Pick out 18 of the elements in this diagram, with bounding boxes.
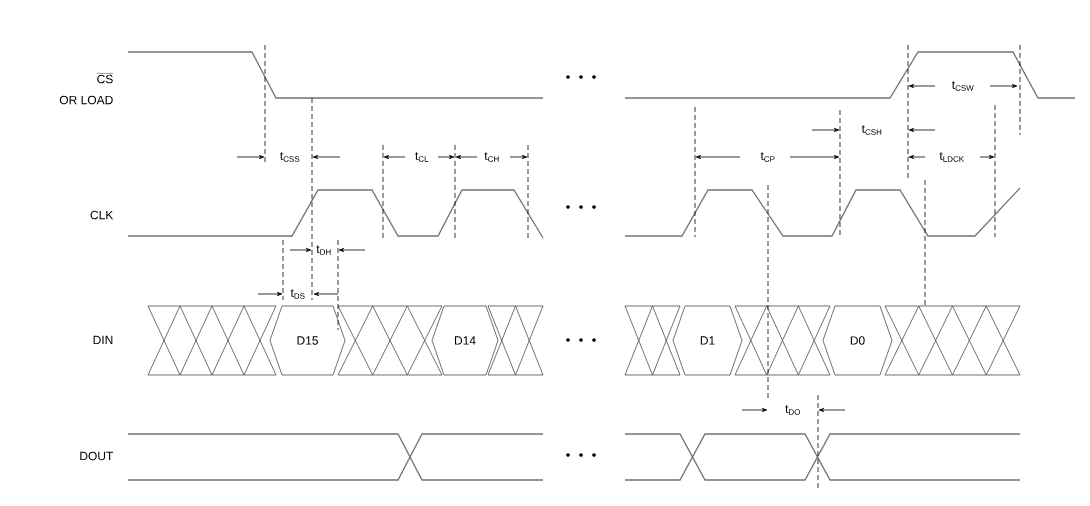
data-cell: D14 bbox=[431, 305, 499, 376]
timing-label: t$_{CL}$ bbox=[413, 150, 431, 164]
signal-name: DIN bbox=[93, 335, 113, 345]
data-cell: D1 bbox=[672, 305, 743, 376]
timing-label: t$_{CP}$ bbox=[759, 150, 777, 164]
signal-name: DOUT bbox=[80, 451, 114, 461]
data-cell: D0 bbox=[822, 305, 893, 376]
data-cell: D15 bbox=[269, 305, 346, 376]
timing-label: t$_{CSH}$ bbox=[860, 123, 884, 137]
timing-label: t$_{LDCK}$ bbox=[937, 150, 967, 164]
signal-name: CS bbox=[96, 73, 114, 84]
signal-name: OR LOAD bbox=[59, 95, 113, 105]
timing-label: t$_{CH}$ bbox=[482, 150, 502, 164]
timing-label: t$_{DH}$ bbox=[314, 243, 334, 257]
signal-name: CLK bbox=[90, 210, 114, 220]
timing-label: t$_{CSS}$ bbox=[278, 150, 302, 164]
timing-label: t$_{DO}$ bbox=[783, 403, 803, 417]
timing-label: t$_{CSW}$ bbox=[950, 79, 976, 93]
